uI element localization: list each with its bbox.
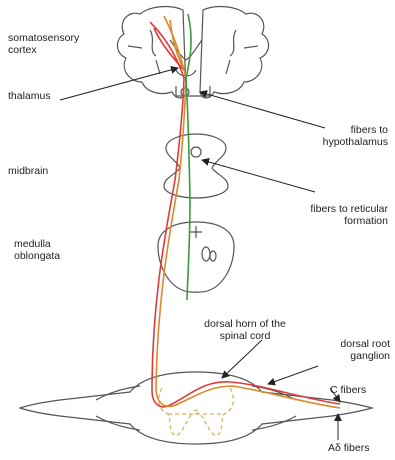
label-adelta-fibers: Aδ fibers [328, 442, 369, 454]
spinal-cord-section [20, 372, 372, 444]
label-thalamus: thalamus [8, 90, 51, 102]
label-fibers-reticular: fibers to reticular formation [270, 203, 388, 227]
label-dorsal-horn: dorsal horn of the spinal cord [180, 318, 310, 342]
label-c-fibers: C fibers [330, 384, 366, 396]
label-dorsal-root-ganglion: dorsal root ganglion [300, 338, 390, 362]
label-medulla-oblongata: medulla oblongata [14, 238, 60, 262]
brain-section [117, 7, 268, 98]
label-fibers-hypothalamus: fibers to hypothalamus [290, 124, 388, 148]
label-midbrain: midbrain [8, 165, 48, 177]
label-somatosensory-cortex: somatosensory cortex [8, 32, 79, 56]
